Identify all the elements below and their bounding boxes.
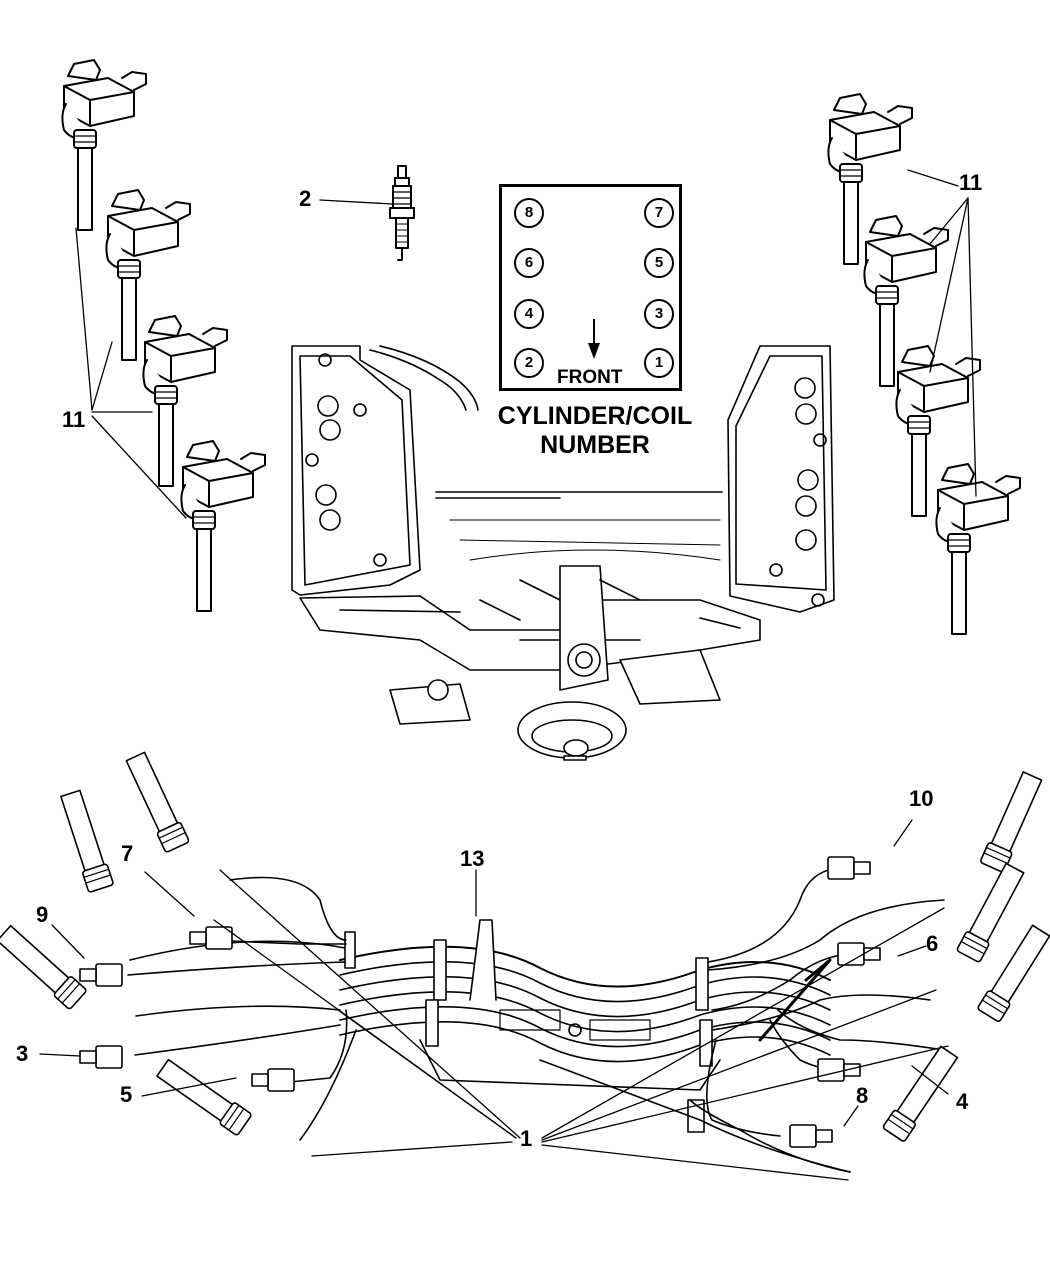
spark-plug-icon	[389, 165, 415, 261]
leader-lines-upper	[75, 169, 977, 519]
front-arrow-icon	[588, 319, 600, 359]
cylinder-3: 3	[644, 299, 674, 329]
cylinder-5: 5	[644, 248, 674, 278]
cylinder-1: 1	[644, 348, 674, 378]
callout-5: 5	[120, 1082, 133, 1107]
ignition-coil-left-4-icon	[180, 440, 266, 612]
cylinder-2: 2	[514, 348, 544, 378]
callout-8: 8	[856, 1083, 869, 1108]
cylinder-7: 7	[644, 198, 674, 228]
callout-1: 1	[520, 1126, 533, 1151]
callout-11-right: 11	[959, 170, 983, 195]
engine-block-icon	[291, 345, 835, 761]
callout-11-left: 11	[62, 407, 86, 432]
callout-13: 13	[460, 846, 485, 871]
callout-10: 10	[909, 786, 934, 811]
callout-7: 7	[121, 841, 134, 866]
callout-3: 3	[16, 1041, 29, 1066]
spark-plug-wire-harness-icon	[0, 750, 1050, 1173]
title-line-1: CYLINDER/COIL	[497, 402, 693, 430]
diagram-title: CYLINDER/COIL NUMBER	[470, 402, 720, 460]
callout-6: 6	[926, 931, 939, 956]
front-label: FRONT	[557, 367, 623, 388]
ignition-coil-right-4-icon	[935, 463, 1021, 635]
callout-9: 9	[36, 902, 49, 927]
cylinder-number-chart: 8 6 4 2 7 5 3 1 FRONT	[499, 184, 682, 391]
leader-lines-lower	[39, 819, 949, 1181]
cylinder-8: 8	[514, 198, 544, 228]
callout-2: 2	[299, 186, 312, 211]
title-line-2: NUMBER	[540, 431, 650, 459]
callout-4: 4	[956, 1089, 969, 1114]
cylinder-6: 6	[514, 248, 544, 278]
cylinder-4: 4	[514, 299, 544, 329]
